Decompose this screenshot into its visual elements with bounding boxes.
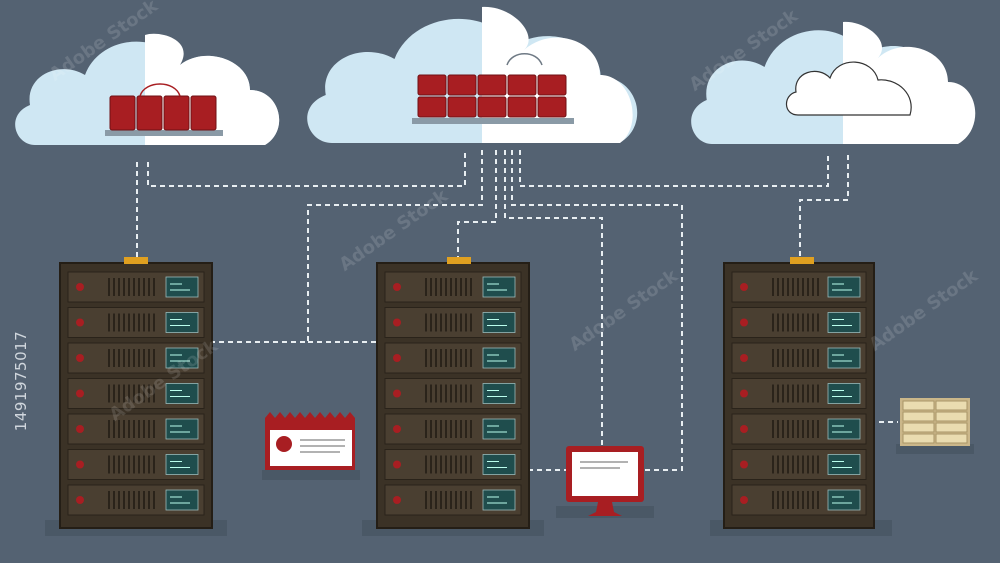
display-panel-icon — [827, 454, 861, 475]
server-unit — [67, 484, 205, 516]
stock-id-label: 1491975017 — [12, 330, 30, 432]
display-panel-icon — [482, 383, 516, 404]
status-led-icon — [76, 460, 84, 469]
server-unit — [67, 449, 205, 480]
server-unit — [731, 449, 867, 480]
status-led-icon — [740, 460, 748, 469]
cloud-left — [15, 33, 280, 145]
status-led-icon — [393, 354, 401, 362]
status-led-icon — [740, 354, 748, 362]
cloud-center — [307, 6, 638, 144]
display-panel-icon — [165, 347, 199, 369]
server-unit — [384, 484, 522, 516]
server-unit — [731, 378, 867, 409]
server-rack-center — [362, 257, 544, 536]
status-led-icon — [393, 283, 401, 291]
server-unit — [67, 271, 205, 303]
server-unit — [384, 449, 522, 480]
server-unit — [731, 413, 867, 445]
server-unit — [731, 271, 867, 303]
display-panel-icon — [827, 418, 861, 440]
server-unit — [67, 413, 205, 445]
status-led-icon — [393, 460, 401, 469]
status-led-icon — [393, 425, 401, 433]
monitor-icon — [556, 446, 654, 518]
server-unit — [384, 307, 522, 338]
display-panel-icon — [827, 276, 861, 298]
display-panel-icon — [482, 418, 516, 440]
server-unit — [731, 484, 867, 516]
status-led-icon — [76, 425, 84, 433]
status-led-icon — [393, 318, 401, 327]
server-unit — [731, 342, 867, 374]
server-unit — [67, 342, 205, 374]
display-panel-icon — [827, 489, 861, 511]
server-unit — [384, 413, 522, 445]
display-panel-icon — [827, 383, 861, 404]
line-cloud2-cloud3 — [519, 150, 829, 187]
status-led-icon — [740, 283, 748, 291]
line-cloud2-server2 — [457, 150, 497, 258]
status-led-icon — [76, 354, 84, 362]
line-cloud1-cloud2 — [147, 150, 466, 187]
display-panel-icon — [827, 347, 861, 369]
server-unit — [384, 271, 522, 303]
display-panel-icon — [482, 454, 516, 475]
cloud-right — [691, 21, 976, 144]
storage-blocks-icon — [417, 74, 567, 118]
display-panel-icon — [165, 418, 199, 440]
status-led-icon — [740, 425, 748, 433]
status-led-icon — [76, 496, 84, 504]
line-cloud3-server3 — [799, 155, 849, 258]
line-cloud2-server3 — [511, 150, 683, 471]
server-unit — [67, 307, 205, 338]
id-card-icon — [262, 412, 360, 480]
status-led-icon — [740, 389, 748, 398]
display-panel-icon — [827, 312, 861, 333]
display-panel-icon — [165, 276, 199, 298]
server-rack-left — [45, 257, 227, 536]
status-led-icon — [393, 389, 401, 398]
server-unit — [384, 342, 522, 374]
status-led-icon — [740, 318, 748, 327]
display-panel-icon — [482, 489, 516, 511]
status-led-icon — [393, 496, 401, 504]
display-panel-icon — [482, 312, 516, 333]
line-cloud2-server1 — [212, 150, 483, 343]
outline-cloud-icon — [785, 61, 912, 116]
display-panel-icon — [165, 312, 199, 333]
server-unit — [67, 378, 205, 409]
file-cabinet-icon — [896, 398, 974, 454]
server-rack-right — [710, 257, 892, 536]
display-panel-icon — [165, 489, 199, 511]
display-panel-icon — [165, 454, 199, 475]
display-panel-icon — [165, 383, 199, 404]
status-led-icon — [76, 318, 84, 327]
status-led-icon — [76, 389, 84, 398]
status-led-icon — [740, 496, 748, 504]
status-led-icon — [76, 283, 84, 291]
display-panel-icon — [482, 347, 516, 369]
display-panel-icon — [482, 276, 516, 298]
server-unit — [731, 307, 867, 338]
server-unit — [384, 378, 522, 409]
storage-blocks-icon — [109, 95, 217, 131]
